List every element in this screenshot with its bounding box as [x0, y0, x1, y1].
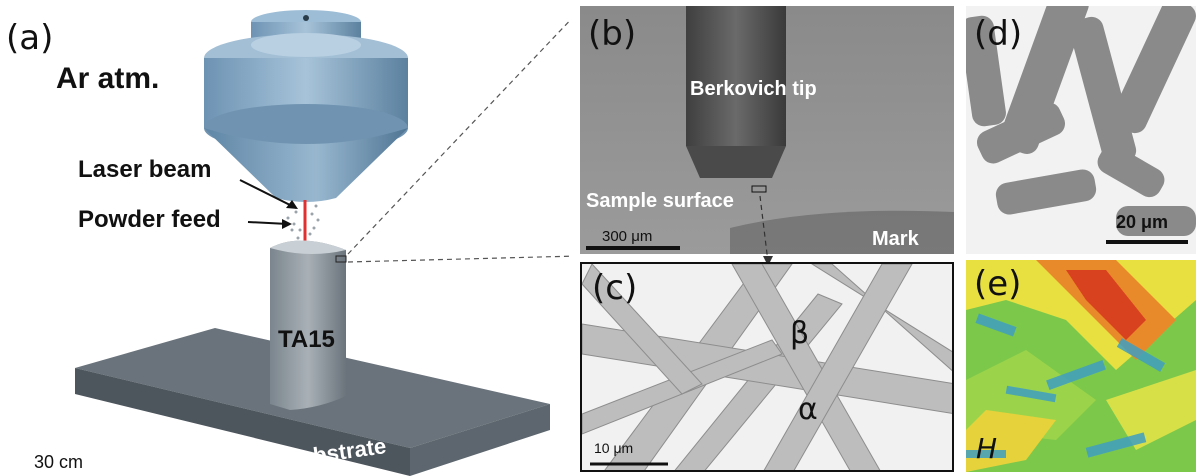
panel-b-label: (b) [588, 14, 637, 54]
panel-a-illustration [75, 10, 570, 476]
panel-e-image [966, 260, 1196, 472]
panel-d-label: (d) [974, 14, 1023, 54]
panel-d-image [966, 6, 1196, 244]
surface-label: Sample surface [586, 190, 734, 212]
laser-arrow [239, 179, 297, 209]
panel-a: (a) Ar atm. Laser beam Powder feed TA15 … [0, 0, 570, 476]
scale-label-a: 30 cm [34, 452, 84, 472]
panel-d: (d) 20 μm [966, 6, 1196, 254]
panel-e-label: (e) [974, 264, 1022, 304]
scale-label-b: 300 μm [602, 228, 653, 245]
panel-e: (e) H [966, 260, 1196, 472]
beta-label: β [790, 316, 810, 351]
laser-beam-label: Laser beam [78, 156, 212, 183]
scale-label-d: 20 μm [1116, 212, 1169, 232]
panel-b-image [580, 6, 954, 254]
tip-label: Berkovich tip [690, 78, 817, 100]
nozzle [204, 10, 408, 202]
panel-a-label: (a) [6, 18, 54, 58]
hardness-symbol: H [976, 432, 998, 465]
scale-label-c: 10 μm [594, 440, 634, 456]
zoom-guide-top [347, 19, 570, 255]
panel-c: (c) β α 10 μm [580, 262, 954, 472]
atmosphere-label: Ar atm. [56, 62, 160, 95]
mark-label: Mark [872, 228, 919, 250]
alpha-label: α [798, 392, 818, 427]
panel-c-label: (c) [592, 268, 638, 308]
panel-b: (b) Berkovich tip Sample surface Mark 30… [580, 6, 954, 254]
powder-feed-label: Powder feed [78, 206, 221, 233]
material-label: TA15 [278, 326, 335, 353]
powder-arrow [247, 221, 289, 225]
powder-spray [286, 204, 320, 240]
deposit-wall [270, 240, 347, 410]
panel-c-image [582, 264, 952, 470]
zoom-guide-bottom [347, 255, 570, 263]
